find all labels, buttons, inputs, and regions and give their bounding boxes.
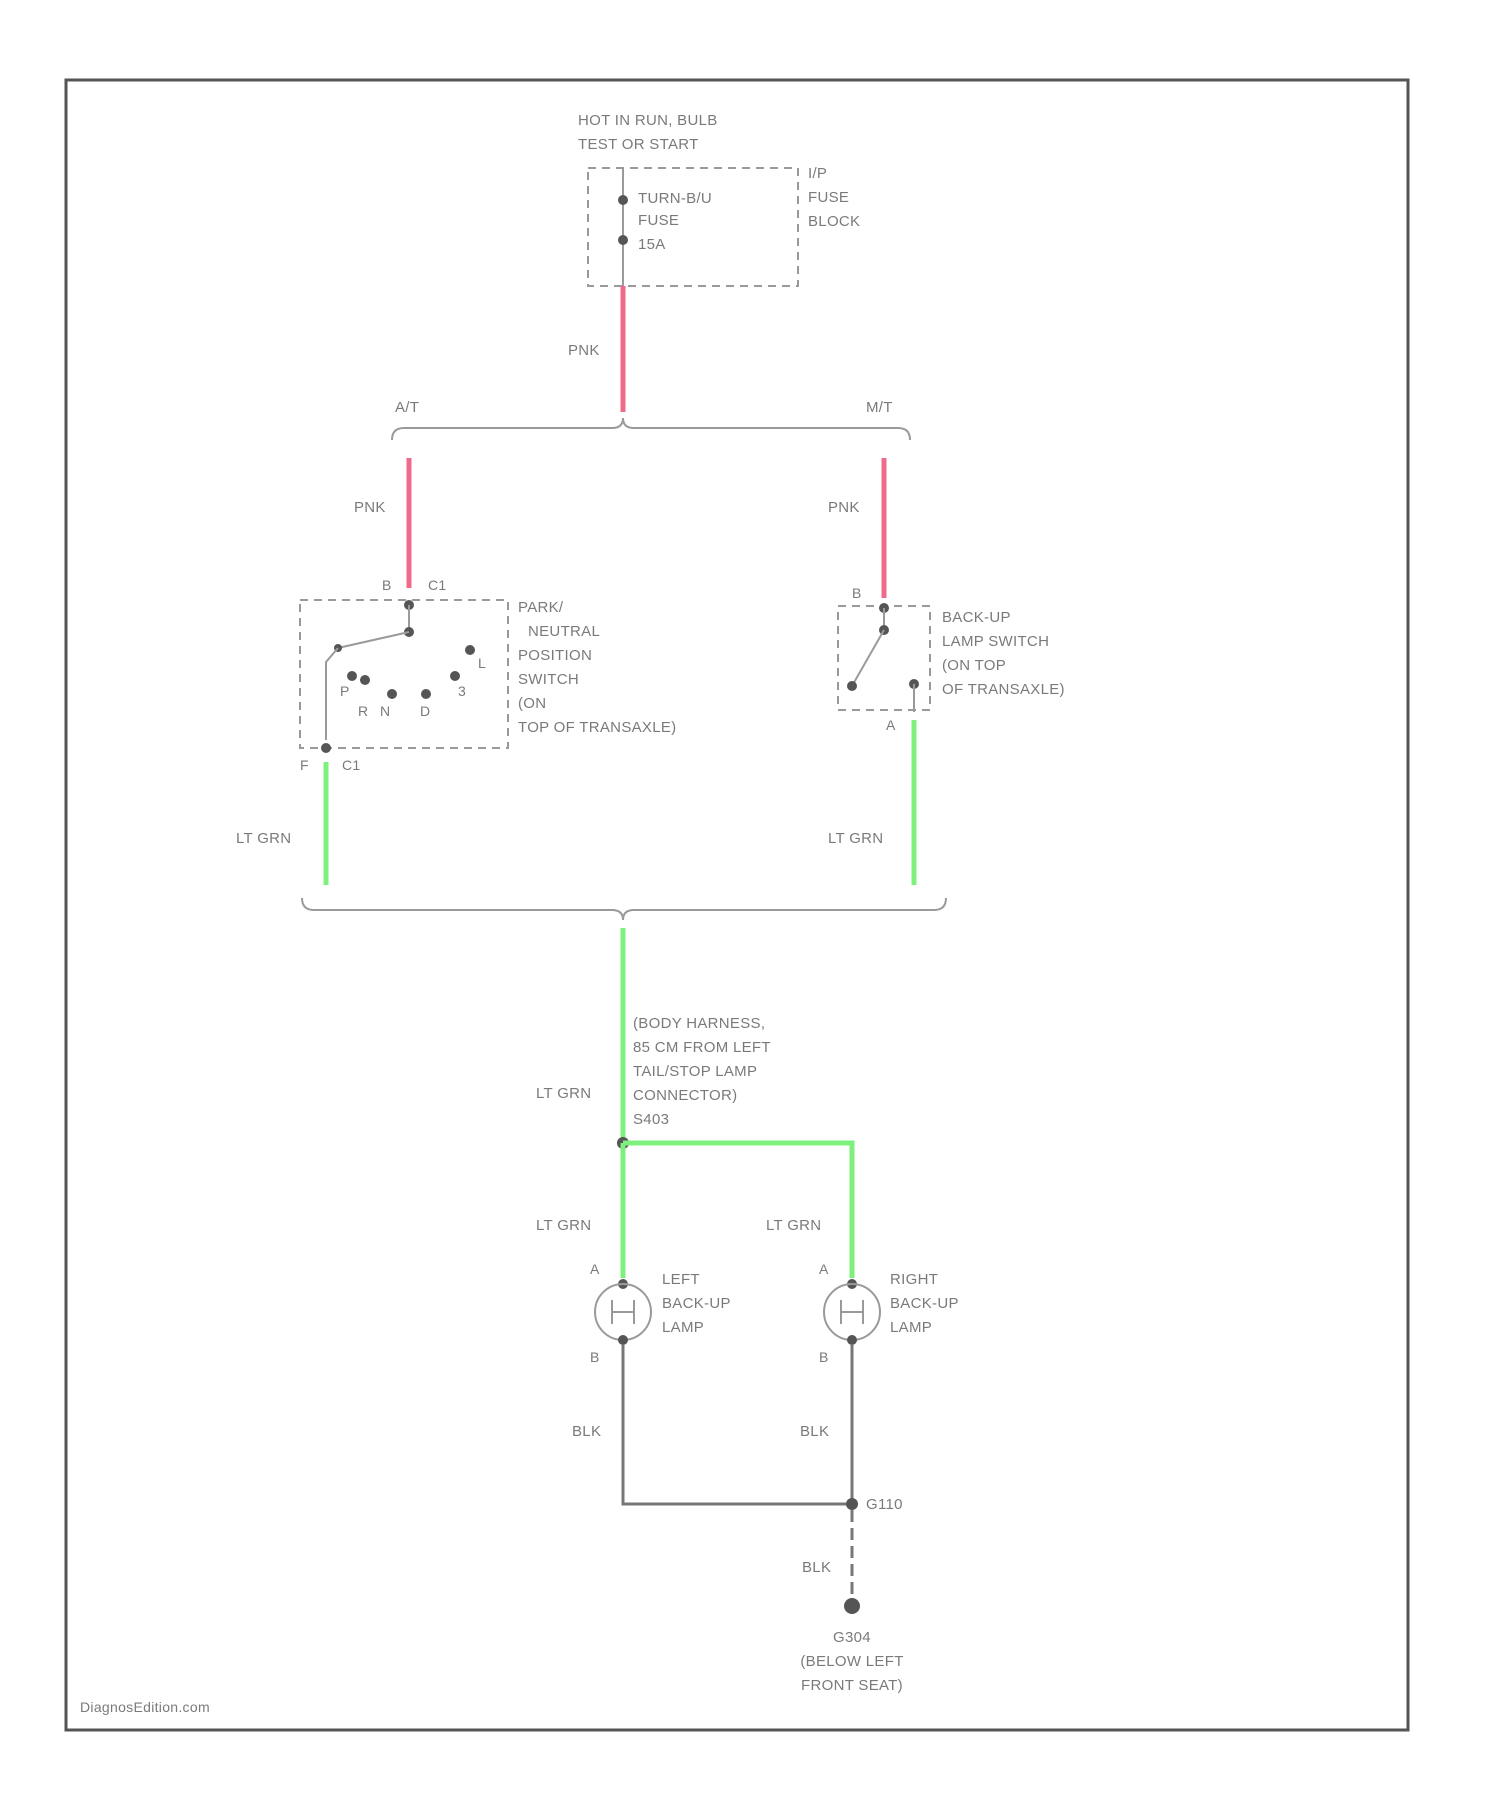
ground-label-line-1: G304: [833, 1629, 871, 1646]
backup-switch-pin-top: B: [852, 585, 862, 601]
pnp-pos-r: R: [358, 703, 368, 719]
backup-switch-blade: [852, 630, 884, 686]
fuse-block: HOT IN RUN, BULB TEST OR START TURN-B/U …: [578, 112, 860, 286]
backup-blade-pivot: [847, 681, 857, 691]
ltgrn-right-lamp-wire: [623, 1143, 852, 1278]
left-lamp-pin-b: B: [590, 1349, 600, 1365]
pnk-at-label: PNK: [354, 499, 386, 516]
pnk-mt-label: PNK: [828, 499, 860, 516]
pnk-feed-label: PNK: [568, 342, 600, 359]
ltgrn-left-label: LT GRN: [536, 1217, 591, 1234]
pnp-pin-top: B: [382, 577, 392, 593]
fuse-rating: 15A: [638, 236, 666, 253]
pnp-switch-blade: [338, 632, 409, 648]
pnp-label-line-5: (ON: [518, 695, 546, 712]
pnp-contact-d: [421, 689, 431, 699]
backup-label-line-4: OF TRANSAXLE): [942, 681, 1065, 698]
option-brace-top: [392, 418, 910, 440]
backup-switch-pin-bottom: A: [886, 717, 896, 733]
ground-label-line-3: FRONT SEAT): [801, 1677, 903, 1694]
pnp-contact-p: [347, 671, 357, 681]
fuse-header-line-1: HOT IN RUN, BULB: [578, 112, 718, 129]
pnp-blade-arm: [326, 648, 338, 740]
left-lamp-label-line-2: BACK-UP: [662, 1295, 731, 1312]
back-up-lamp-switch: B A BACK-UP LAMP SWITCH (ON TOP OF TRANS…: [838, 585, 1065, 733]
pnp-label-line-2: NEUTRAL: [528, 623, 600, 640]
backup-label-line-3: (ON TOP: [942, 657, 1006, 674]
ground-splice-label: G110: [866, 1496, 903, 1513]
pnp-label-line-3: POSITION: [518, 647, 592, 664]
splice-label-line-5: S403: [633, 1111, 669, 1128]
fuse-name: TURN-B/U: [638, 190, 712, 207]
right-lamp-label-line-3: LAMP: [890, 1319, 932, 1336]
branch-mt-label: M/T: [866, 399, 893, 416]
ground-point-icon: [844, 1598, 860, 1614]
splice-label-line-1: (BODY HARNESS,: [633, 1015, 765, 1032]
ground-splice-dot: [846, 1498, 858, 1510]
backup-label-line-2: LAMP SWITCH: [942, 633, 1049, 650]
fuse-block-name-line-3: BLOCK: [808, 213, 860, 230]
left-lamp-label-line-1: LEFT: [662, 1271, 700, 1288]
right-lamp-terminal-b: [847, 1335, 857, 1345]
pnp-conn-top: C1: [428, 577, 447, 593]
ltgrn-right-label: LT GRN: [766, 1217, 821, 1234]
ltgrn-at-label: LT GRN: [236, 830, 291, 847]
pnp-contact-n: [387, 689, 397, 699]
pnp-pos-n: N: [380, 703, 390, 719]
blk-ground-label: BLK: [802, 1559, 831, 1576]
pnp-label-line-6: TOP OF TRANSAXLE): [518, 719, 676, 736]
backup-label-line-1: BACK-UP: [942, 609, 1011, 626]
pnp-contact-3: [450, 671, 460, 681]
left-lamp-terminal-b: [618, 1335, 628, 1345]
pnp-conn-bottom: C1: [342, 757, 361, 773]
pnp-pos-p: P: [340, 683, 350, 699]
right-lamp-label-line-1: RIGHT: [890, 1271, 938, 1288]
blk-left-label: BLK: [572, 1423, 601, 1440]
left-back-up-lamp: A B LEFT BACK-UP LAMP: [590, 1261, 731, 1365]
fuse-block-outline: [588, 168, 798, 286]
pnp-contact-l: [465, 645, 475, 655]
pnp-label-line-4: SWITCH: [518, 671, 579, 688]
right-lamp-pin-a: A: [819, 1261, 829, 1277]
ltgrn-mt-label: LT GRN: [828, 830, 883, 847]
pnp-contact-r: [360, 675, 370, 685]
pnp-pos-3: 3: [458, 683, 466, 699]
pnp-pos-l: L: [478, 655, 486, 671]
option-brace-bottom: [302, 898, 946, 920]
park-neutral-position-switch: B C1 P R N D 3 L F C1 PARK/ NEUTRAL POSI…: [300, 577, 676, 773]
left-lamp-filament: [612, 1300, 634, 1324]
pnp-label-line-1: PARK/: [518, 599, 564, 616]
branch-at-label: A/T: [395, 399, 419, 416]
right-lamp-label-line-2: BACK-UP: [890, 1295, 959, 1312]
diagram-frame: [66, 80, 1408, 1730]
watermark: DiagnosEdition.com: [80, 1699, 210, 1715]
fuse-block-name-line-1: I/P: [808, 165, 827, 182]
splice-label-line-2: 85 CM FROM LEFT: [633, 1039, 771, 1056]
right-lamp-pin-b: B: [819, 1349, 829, 1365]
fuse-header-line-2: TEST OR START: [578, 136, 699, 153]
ltgrn-main-label: LT GRN: [536, 1085, 591, 1102]
right-back-up-lamp: A B RIGHT BACK-UP LAMP: [819, 1261, 959, 1365]
pnp-switch-outline: [300, 600, 508, 748]
fuse-word: FUSE: [638, 212, 679, 229]
fuse-terminal-bottom: [618, 235, 628, 245]
ground-label-line-2: (BELOW LEFT: [800, 1653, 903, 1670]
fuse-terminal-top: [618, 195, 628, 205]
pnp-pos-d: D: [420, 703, 430, 719]
left-lamp-pin-a: A: [590, 1261, 600, 1277]
pnp-terminal-f: [321, 743, 331, 753]
right-lamp-filament: [841, 1300, 863, 1324]
splice-label-line-3: TAIL/STOP LAMP: [633, 1063, 757, 1080]
left-lamp-label-line-3: LAMP: [662, 1319, 704, 1336]
splice-label-line-4: CONNECTOR): [633, 1087, 737, 1104]
blk-right-label: BLK: [800, 1423, 829, 1440]
fuse-block-name-line-2: FUSE: [808, 189, 849, 206]
pnp-pin-bottom: F: [300, 757, 309, 773]
